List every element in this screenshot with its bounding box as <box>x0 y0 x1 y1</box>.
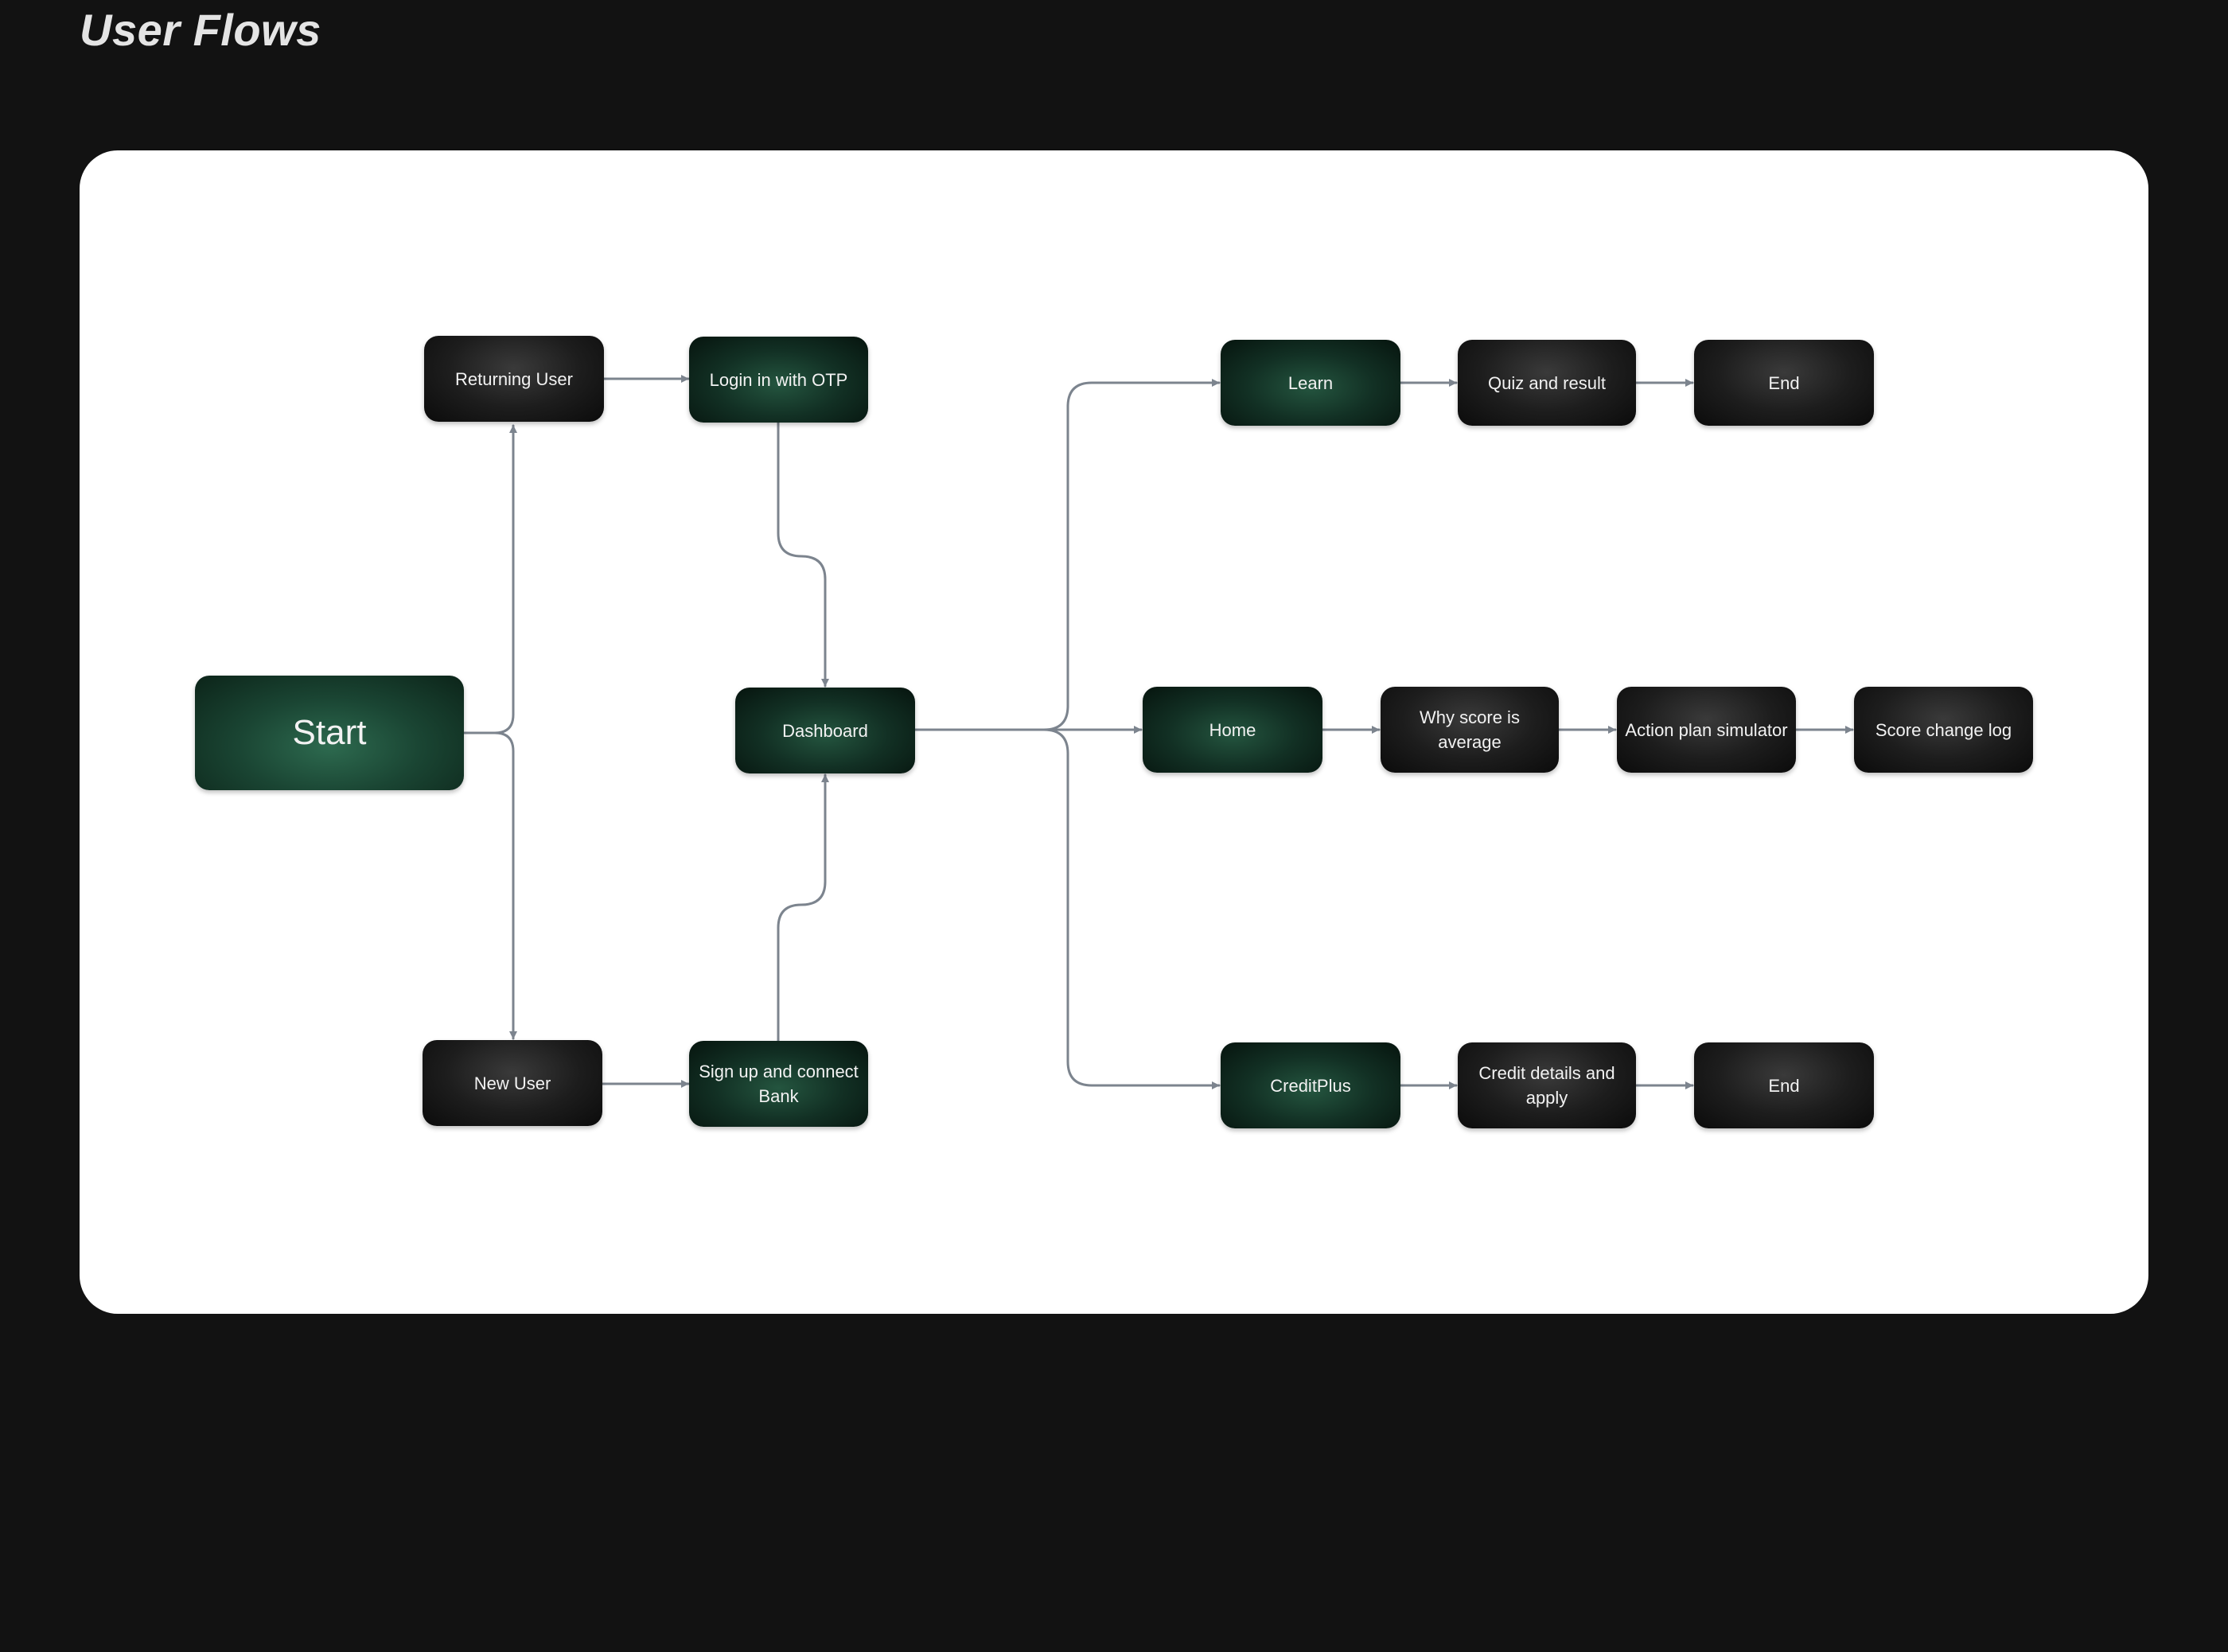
node-why-score: Why score is average <box>1381 687 1559 773</box>
node-home: Home <box>1143 687 1322 773</box>
edge-start-new-user <box>463 731 517 1040</box>
node-signup-bank: Sign up and connect Bank <box>689 1041 868 1127</box>
edge-start-returning-user <box>463 424 517 734</box>
node-learn: Learn <box>1221 340 1400 426</box>
edge-dashboard-creditplus <box>913 728 1221 1089</box>
node-returning-user: Returning User <box>424 336 604 422</box>
node-login-otp: Login in with OTP <box>689 337 868 423</box>
edge-dashboard-learn <box>913 379 1221 731</box>
page-title: User Flows <box>80 5 321 55</box>
node-start: Start <box>195 676 464 790</box>
node-quiz-result: Quiz and result <box>1458 340 1636 426</box>
node-end-credit: End <box>1694 1042 1874 1128</box>
node-dashboard: Dashboard <box>735 688 915 773</box>
edge-login-dashboard <box>777 420 829 688</box>
node-credit-details: Credit details and apply <box>1458 1042 1636 1128</box>
node-action-plan: Action plan simulator <box>1617 687 1796 773</box>
node-creditplus: CreditPlus <box>1221 1042 1400 1128</box>
node-score-log: Score change log <box>1854 687 2033 773</box>
node-end-learn: End <box>1694 340 1874 426</box>
node-new-user: New User <box>423 1040 602 1126</box>
edge-signup-dashboard <box>777 773 829 1042</box>
